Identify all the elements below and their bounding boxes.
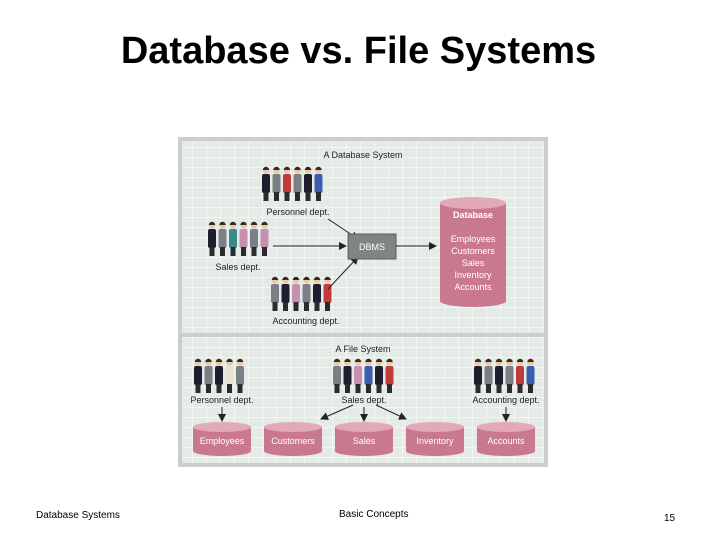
person-figure	[225, 358, 234, 393]
person-figure	[229, 221, 237, 256]
footer-left: Database Systems	[36, 510, 120, 521]
db-personnel-label: Personnel dept.	[266, 207, 329, 217]
database-item-4: Accounts	[454, 282, 492, 292]
person-figure	[283, 166, 291, 201]
database-cylinder	[440, 197, 506, 307]
file-label: Inventory	[416, 436, 454, 446]
person-figure	[484, 358, 493, 393]
accounting-dept-group-db	[271, 276, 332, 311]
page-number: 15	[664, 513, 676, 524]
file-label: Sales	[353, 436, 376, 446]
file-label: Accounts	[487, 436, 525, 446]
database-item-2: Sales	[462, 258, 485, 268]
db-sales-label: Sales dept.	[215, 262, 260, 272]
person-figure	[260, 221, 269, 256]
dbms-label: DBMS	[359, 242, 385, 252]
file-cylinder-accounts: Accounts	[477, 422, 535, 456]
person-figure	[474, 358, 482, 393]
person-figure	[272, 166, 281, 201]
database-item-1: Customers	[451, 246, 495, 256]
fs-personnel-label: Personnel dept.	[190, 395, 253, 405]
person-figure	[292, 276, 300, 311]
fs-sales-label: Sales dept.	[341, 395, 386, 405]
person-figure	[262, 166, 270, 201]
person-figure	[343, 358, 352, 393]
footer-center: Basic Concepts	[339, 509, 409, 520]
database-item-0: Employees	[451, 234, 496, 244]
arrow-accounting-dbms	[327, 256, 359, 290]
fs-accounting-label: Accounting dept.	[472, 395, 539, 405]
person-figure	[354, 358, 362, 393]
person-figure	[313, 276, 321, 311]
person-figure	[505, 358, 514, 393]
file-cylinder-customers: Customers	[264, 422, 322, 456]
person-figure	[194, 358, 202, 393]
person-figure	[215, 358, 223, 393]
sales-dept-group-fs	[333, 358, 394, 393]
arrow-sales-inventory	[375, 404, 407, 420]
person-figure	[204, 358, 213, 393]
person-figure	[314, 166, 323, 201]
person-figure	[364, 358, 373, 393]
person-figure	[495, 358, 503, 393]
db-panel-title: A Database System	[323, 150, 402, 160]
database-label: Database	[453, 210, 493, 220]
person-figure	[375, 358, 383, 393]
db-accounting-label: Accounting dept.	[272, 316, 339, 326]
file-cylinder-employees: Employees	[193, 422, 251, 456]
personnel-dept-group-fs	[194, 358, 244, 393]
accounting-dept-group-fs	[474, 358, 535, 393]
sales-dept-group-db	[208, 221, 269, 256]
person-figure	[526, 358, 535, 393]
database-system-panel: A Database System Personnel dept. Sales …	[182, 141, 544, 333]
slide-title: Database vs. File Systems	[120, 30, 597, 72]
person-figure	[281, 276, 290, 311]
dbms-box	[347, 233, 397, 260]
file-label: Employees	[200, 436, 245, 446]
file-cylinder-sales: Sales	[335, 422, 393, 456]
person-figure	[218, 221, 227, 256]
person-figure	[250, 221, 258, 256]
person-figure	[333, 358, 341, 393]
arrow-sales-customers	[320, 404, 354, 420]
file-label: Customers	[271, 436, 315, 446]
person-figure	[293, 166, 302, 201]
person-figure	[323, 276, 332, 311]
person-figure	[236, 358, 244, 393]
person-figure	[516, 358, 524, 393]
personnel-dept-group-db	[262, 166, 323, 201]
person-figure	[302, 276, 311, 311]
person-figure	[385, 358, 394, 393]
person-figure	[239, 221, 248, 256]
person-figure	[271, 276, 279, 311]
fs-panel-title: A File System	[335, 344, 390, 354]
person-figure	[304, 166, 312, 201]
file-cylinder-inventory: Inventory	[406, 422, 464, 456]
file-system-panel: A File System Personnel dept. Sales dept…	[182, 337, 544, 463]
db-vs-file-diagram: A Database System Personnel dept. Sales …	[178, 137, 548, 467]
person-figure	[208, 221, 216, 256]
database-item-3: Inventory	[454, 270, 492, 280]
